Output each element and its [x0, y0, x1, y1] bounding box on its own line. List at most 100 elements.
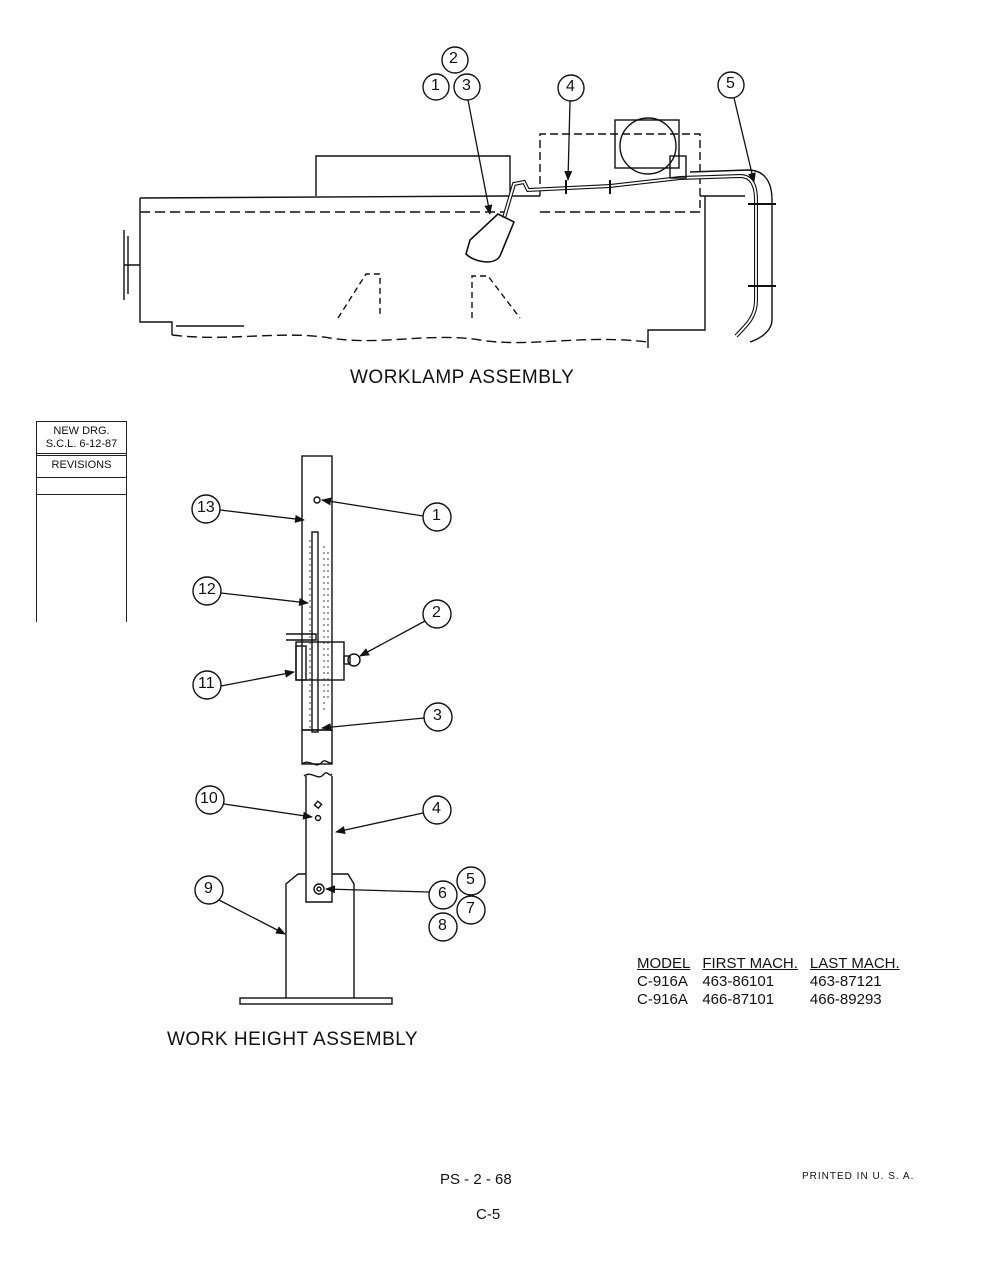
revision-line-1: NEW DRG.	[53, 425, 110, 437]
table-header-row: MODEL FIRST MACH. LAST MACH.	[637, 955, 912, 973]
work-height-callouts	[191, 494, 486, 942]
table-cell: C-916A	[637, 991, 688, 1008]
pin-hole	[313, 496, 321, 504]
callout-circle	[422, 73, 450, 101]
conduit-outer	[689, 169, 773, 343]
callout-circle	[422, 599, 452, 629]
revision-line-2: S.C.L. 6-12-87	[45, 438, 118, 450]
lower-column	[305, 776, 333, 903]
callout-circle	[194, 875, 224, 905]
col-header-first-mach: FIRST MACH.	[702, 955, 798, 972]
callout-label: 8	[438, 917, 447, 934]
lamp-shade	[465, 213, 516, 263]
machine-body-dashed	[140, 211, 700, 344]
callout-label: 10	[200, 790, 218, 807]
models-table: MODEL FIRST MACH. LAST MACH. C-916A 463-…	[637, 955, 912, 1009]
callout-label: 3	[462, 77, 471, 94]
bolt-outer	[313, 883, 325, 895]
callout-label: 4	[566, 78, 575, 95]
doc-code: PS - 2 - 68	[440, 1171, 512, 1188]
leader-4	[335, 812, 424, 834]
floor-plate	[239, 997, 393, 1005]
callout-label: 4	[432, 800, 441, 817]
callout-label: 9	[204, 880, 213, 897]
base-stand	[285, 873, 355, 998]
worklamp-diagram	[123, 117, 776, 348]
work-height-leaders	[218, 497, 430, 935]
callout-circle	[428, 880, 458, 910]
callout-circle	[441, 46, 469, 74]
callout-circle	[557, 74, 585, 102]
revision-entry: NEW DRG. S.C.L. 6-12-87	[37, 422, 126, 456]
table-cell: 466-89293	[809, 991, 882, 1008]
callout-label: 5	[726, 75, 735, 92]
lock-knob-shaft	[343, 655, 351, 665]
leader-12	[220, 592, 309, 606]
slider-block	[295, 641, 345, 681]
callout-circle	[195, 785, 225, 815]
left-handwheel	[123, 230, 140, 300]
tag-square	[313, 800, 323, 810]
callout-label: 11	[198, 675, 215, 692]
leader-11	[220, 669, 295, 687]
motor-housing-dashed	[539, 133, 701, 212]
leader-13	[219, 509, 305, 523]
work-height-title: WORK HEIGHT ASSEMBLY	[167, 1029, 419, 1050]
callout-label: 1	[431, 77, 440, 94]
table-cell: C-916A	[637, 973, 688, 990]
scale-ticks	[309, 540, 329, 728]
callout-circle	[192, 670, 222, 700]
callout-label: 12	[198, 581, 216, 598]
lock-knob	[347, 653, 361, 667]
leader-4	[564, 100, 573, 181]
break-line-top	[301, 760, 333, 766]
work-height-diagram	[239, 455, 393, 1005]
motor-drum	[619, 117, 677, 175]
table-row: C-916A 463-86101 463-87121	[637, 973, 912, 991]
callout-circle	[717, 71, 745, 99]
page-number: C-5	[476, 1206, 501, 1223]
printed-note: PRINTED IN U. S. A.	[802, 1171, 915, 1182]
lamp-conduit	[502, 173, 758, 338]
col-header-model: MODEL	[637, 955, 691, 972]
callout-circle	[428, 912, 458, 942]
callout-circle	[192, 576, 222, 606]
callout-circle	[422, 795, 452, 825]
table-cell: 466-87101	[702, 991, 775, 1008]
leader-1	[321, 497, 424, 517]
leader-6	[325, 885, 430, 894]
worklamp-title: WORKLAMP ASSEMBLY	[350, 367, 575, 388]
callout-label: 2	[432, 604, 441, 621]
column-lower-cap	[301, 729, 333, 765]
conduit-clamps	[565, 180, 776, 287]
support-leg-right	[471, 275, 521, 319]
callout-circle	[453, 73, 481, 101]
motor-box	[614, 119, 680, 169]
leader-10	[223, 803, 313, 820]
callout-circle	[456, 866, 486, 896]
revisions-header: REVISIONS	[37, 456, 126, 478]
table-cell: 463-87121	[809, 973, 882, 990]
lamp-conduit-inner	[503, 175, 757, 337]
callout-circle	[423, 702, 453, 732]
bolt-inner	[316, 886, 322, 892]
height-scale	[311, 531, 319, 733]
callout-label: 3	[433, 707, 442, 724]
set-screw	[314, 814, 322, 822]
callout-label: 2	[449, 50, 458, 67]
col-header-last-mach: LAST MACH.	[809, 955, 900, 972]
leader-3	[467, 99, 493, 215]
machine-body-outline	[139, 195, 745, 348]
callout-label: 7	[466, 900, 475, 917]
leader-9	[218, 899, 286, 935]
support-leg-left	[337, 273, 381, 319]
callout-label: 5	[466, 871, 475, 888]
callout-label: 13	[197, 499, 215, 516]
leader-3	[321, 717, 425, 732]
worklamp-leaders	[467, 97, 756, 215]
table-row: C-916A 466-87101 466-89293	[637, 991, 912, 1009]
callout-circle	[191, 494, 221, 524]
callout-label: 6	[438, 885, 447, 902]
leader-2	[359, 620, 426, 657]
